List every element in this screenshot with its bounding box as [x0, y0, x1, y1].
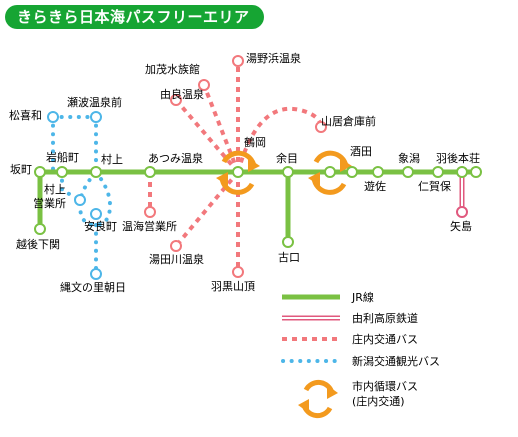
station-node: [34, 223, 46, 235]
label-echigo-shimoseki: 越後下関: [16, 237, 60, 251]
label-sakata: 酒田: [350, 145, 372, 158]
label-haguro: 羽黒山頂: [211, 280, 255, 293]
city-loop-tsuruoka: [216, 150, 260, 195]
station-node: [90, 268, 102, 280]
label-tsuruoka: 鶴岡: [244, 135, 266, 149]
label-furukuchi: 古口: [278, 251, 300, 264]
label-jomon: 縄文の里朝日: [60, 280, 126, 294]
label-yura: 由良温泉: [160, 87, 204, 101]
label-atsumi: あつみ温泉: [148, 151, 203, 165]
station-node: [90, 111, 102, 123]
label-kamo: 加茂水族館: [145, 62, 200, 76]
station-node: [456, 206, 468, 218]
station-node: [372, 166, 384, 178]
station-node: [324, 166, 336, 178]
label-nikaho: 仁賀保: [418, 179, 451, 193]
station-node: [56, 166, 68, 178]
shonai-bus-routes: [148, 61, 323, 272]
label-eigyosho: 営業所: [33, 196, 66, 210]
legend: JR線 由利高原鉄道 庄内交通バス 新潟交通観光バス 市内循環バス (庄内交通): [281, 290, 440, 419]
station-node: [90, 166, 102, 178]
legend-niigata-label: 新潟交通観光バス: [352, 354, 440, 368]
station-node: [232, 266, 244, 278]
map-title: きらきら日本海パスフリーエリア: [5, 5, 264, 29]
label-senami: 瀬波温泉前: [67, 95, 122, 109]
station-node: [198, 79, 210, 91]
legend-yuri-label: 由利高原鉄道: [352, 311, 418, 325]
station-node: [90, 208, 102, 220]
station-node: [144, 166, 156, 178]
station-node: [232, 55, 244, 67]
station-node: [470, 166, 482, 178]
station-node: [432, 166, 444, 178]
station-node: [170, 240, 182, 252]
label-yasuramachi: 安良町: [84, 219, 117, 233]
label-murakami-office: 村上: [44, 182, 66, 196]
label-kisakata: 象潟: [398, 152, 420, 165]
label-iwafune: 岩船町: [46, 150, 79, 164]
station-node: [232, 166, 244, 178]
station-node: [34, 166, 46, 178]
legend-shonai-label: 庄内交通バス: [352, 332, 418, 346]
station-node: [47, 111, 59, 123]
label-yunohama: 湯野浜温泉: [246, 51, 301, 65]
legend-loop-icon: [298, 379, 338, 419]
station-node: [456, 166, 468, 178]
legend-jr-label: JR線: [351, 290, 374, 304]
station-node: [144, 206, 156, 218]
station-nodes: [34, 55, 482, 280]
label-yamai: 山居倉庫前: [321, 114, 376, 128]
label-sakamachi: 坂町: [10, 163, 32, 176]
station-node: [282, 236, 294, 248]
station-node: [402, 166, 414, 178]
label-ugohonjo: 羽後本荘: [436, 151, 480, 165]
label-murakami-station: 村上: [101, 152, 123, 166]
label-amarume: 余目: [276, 151, 298, 165]
station-node: [74, 194, 86, 206]
legend-loop-sublabel: (庄内交通): [352, 394, 405, 408]
label-onkai: 温海営業所: [122, 219, 177, 233]
station-labels: 坂町 岩船町 村上 村上 営業所 越後下関 松喜和 瀬波温泉前 安良町 縄文の里…: [9, 51, 480, 294]
station-node: [170, 94, 182, 106]
station-node: [282, 166, 294, 178]
label-yuza: 遊佐: [364, 179, 386, 193]
label-yudagawa: 湯田川温泉: [149, 252, 204, 266]
city-loop-sakata: [308, 150, 352, 195]
label-matsukiwa: 松喜和: [9, 108, 42, 122]
station-node: [346, 166, 358, 178]
station-node: [315, 121, 327, 133]
label-yashima: 矢島: [450, 219, 472, 233]
legend-loop-label: 市内循環バス: [352, 379, 418, 393]
